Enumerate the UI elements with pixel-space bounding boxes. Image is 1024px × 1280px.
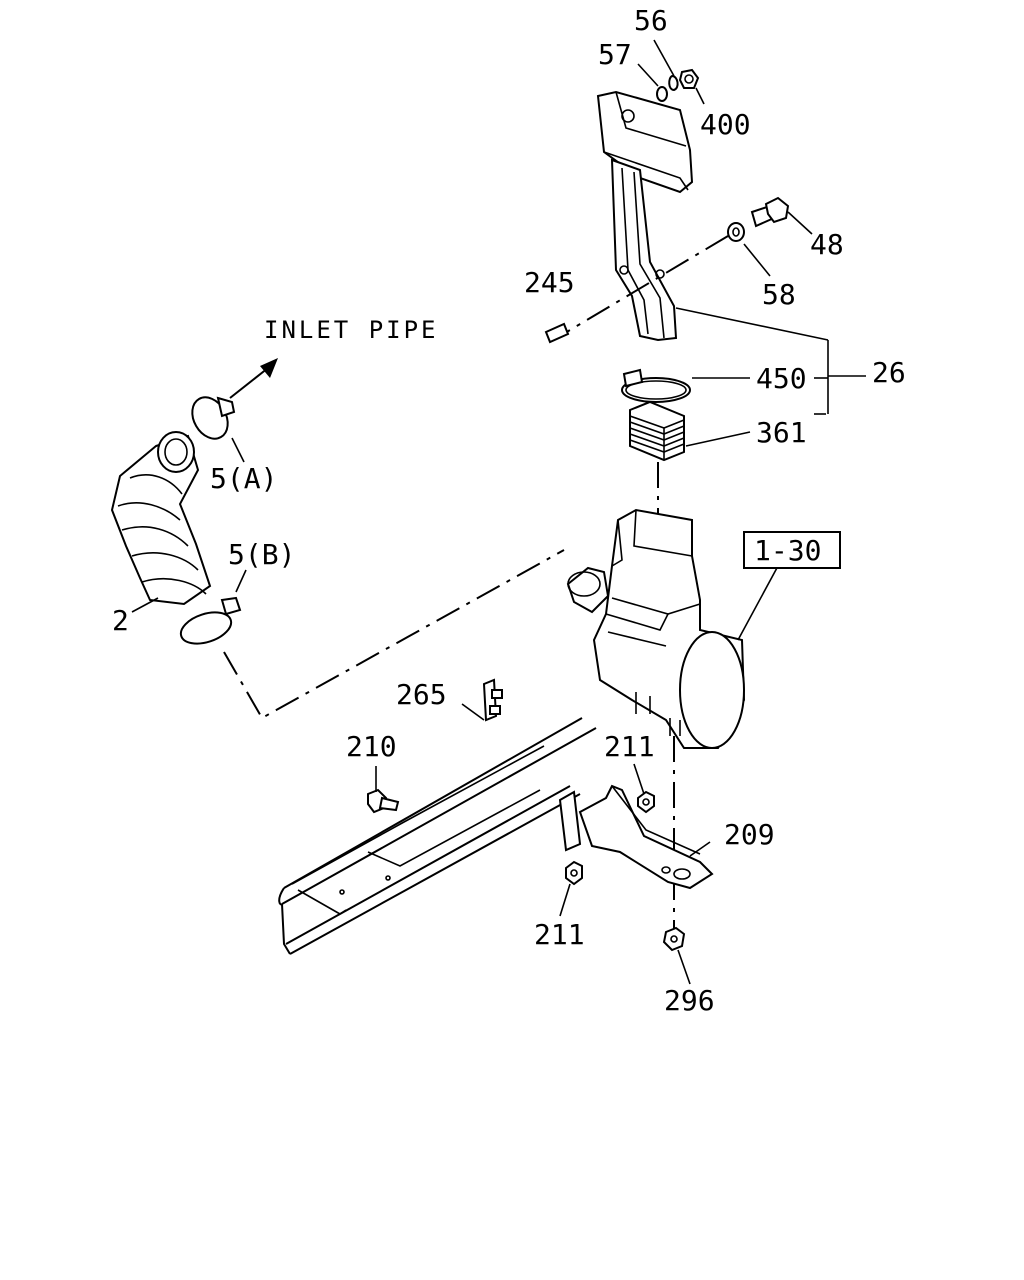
label-210: 210: [346, 730, 397, 763]
label-296: 296: [664, 984, 715, 1017]
label-5a: 5(A): [210, 462, 277, 495]
washer-58: [727, 222, 745, 242]
bolt-265: [482, 678, 503, 722]
bolt-210: [367, 788, 400, 814]
leader-lines: [131, 39, 866, 985]
upper-air-duct: [596, 90, 694, 342]
label-57: 57: [598, 38, 632, 71]
bracket-209: [558, 784, 714, 890]
label-361: 361: [756, 416, 807, 449]
pin-245: [544, 322, 570, 344]
inlet-arrow: [229, 358, 278, 399]
label-245: 245: [524, 266, 575, 299]
label-211-top: 211: [604, 730, 655, 763]
air-hose-2: [110, 431, 212, 606]
label-1-30: 1-30: [754, 534, 821, 567]
label-58: 58: [762, 278, 796, 311]
label-26: 26: [872, 356, 906, 389]
label-209: 209: [724, 818, 775, 851]
label-265: 265: [396, 678, 447, 711]
label-211-bottom: 211: [534, 918, 585, 951]
hose-clamp-450: [621, 368, 691, 403]
air-cleaner-assembly: [566, 508, 746, 749]
nut-400: [678, 68, 700, 89]
clamp-5b: [179, 596, 242, 645]
lock-washer-56: [668, 74, 679, 92]
nut-211-top: [637, 790, 655, 814]
label-56: 56: [634, 4, 668, 37]
nut-296: [662, 926, 686, 952]
washer-57: [656, 86, 668, 102]
filter-element-361: [629, 400, 685, 462]
inlet-pipe-label: INLET PIPE: [264, 316, 439, 344]
label-400: 400: [700, 108, 751, 141]
frame-rail: [278, 717, 597, 955]
bolt-48: [750, 196, 790, 228]
reference-box-1-30: [743, 531, 841, 569]
label-48: 48: [810, 228, 844, 261]
clamp-5a: [191, 396, 236, 440]
label-5b: 5(B): [228, 538, 295, 571]
label-450: 450: [756, 362, 807, 395]
nut-211-bottom: [565, 860, 583, 886]
label-2: 2: [112, 604, 129, 637]
